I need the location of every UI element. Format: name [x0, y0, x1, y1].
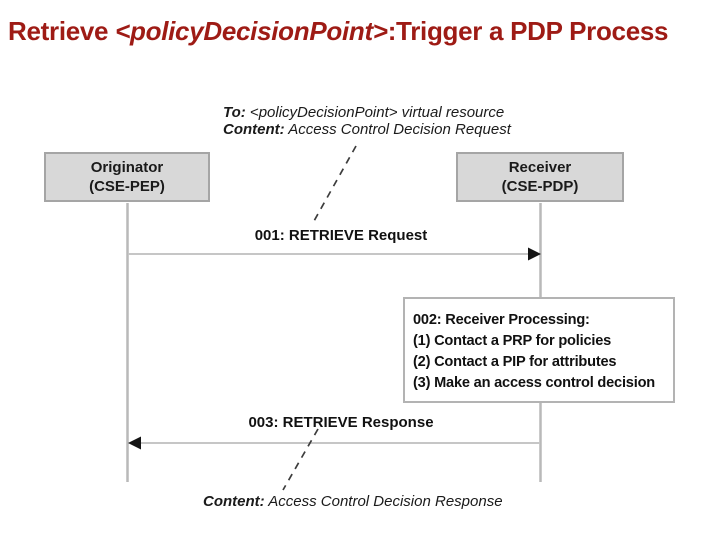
note-content-label: Content:: [223, 121, 285, 138]
note-content-text: Access Control Decision Request: [284, 121, 511, 138]
note-bottom-text: Access Control Decision Response: [264, 493, 503, 510]
message-001-label: 001: RETRIEVE Request: [254, 227, 428, 244]
message-003-label: 003: RETRIEVE Response: [248, 414, 434, 431]
processing-line-1: 002: Receiver Processing:: [413, 312, 590, 328]
processing-line-2: (1) Contact a PRP for policies: [413, 333, 612, 349]
actor-receiver-name: Receiver: [508, 159, 572, 176]
note-top-line-to: To: <policyDecisionPoint> virtual resour…: [223, 104, 511, 121]
title-resource-name: <policyDecisionPoint>: [115, 16, 388, 46]
message-003-arrowhead-icon: [128, 436, 141, 450]
note-bottom: Content: Access Control Decision Respons…: [203, 493, 503, 510]
processing-line-3: (2) Contact a PIP for attributes: [413, 354, 617, 370]
note-bottom-label: Content:: [203, 493, 265, 510]
note-top-line-content: Content: Access Control Decision Request: [223, 121, 511, 138]
actor-originator: Originator (CSE-PEP): [44, 152, 210, 202]
processing-line-4: (3) Make an access control decision: [413, 375, 655, 391]
actor-originator-role: (CSE-PEP): [89, 178, 165, 195]
note-to-text: <policyDecisionPoint> virtual resource: [245, 104, 505, 121]
actor-receiver-role: (CSE-PDP): [501, 178, 579, 195]
message-001-arrowhead-icon: [528, 247, 541, 261]
page-title: Retrieve <policyDecisionPoint>:Trigger a…: [8, 16, 669, 47]
processing-box: 002: Receiver Processing: (1) Contact a …: [403, 297, 675, 403]
note-top: To: <policyDecisionPoint> virtual resour…: [223, 104, 511, 138]
note-to-label: To:: [223, 104, 246, 121]
note-connector-bottom: [282, 428, 319, 491]
actor-originator-name: Originator: [90, 159, 164, 176]
note-connector-top: [313, 145, 357, 222]
title-suffix: :Trigger a PDP Process: [387, 16, 669, 46]
title-prefix: Retrieve: [8, 16, 116, 46]
actor-receiver: Receiver (CSE-PDP): [456, 152, 624, 202]
